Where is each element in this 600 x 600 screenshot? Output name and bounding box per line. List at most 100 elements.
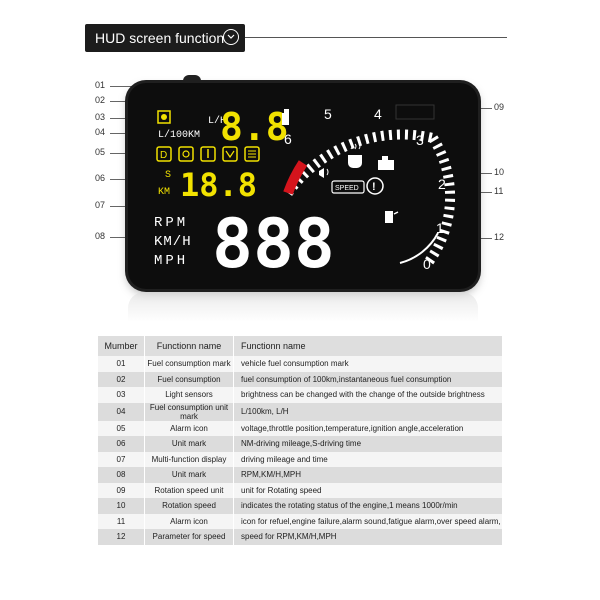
svg-text:!: !	[372, 181, 376, 193]
speed-unit-rpm: RPM	[154, 215, 188, 231]
throttle-alarm-icon	[178, 146, 194, 162]
row-number: 11	[98, 513, 145, 529]
row-description: icon for refuel,engine failure,alarm sou…	[241, 516, 501, 526]
row-description: brightness can be changed with the chang…	[241, 390, 485, 400]
row-number: 09	[98, 482, 145, 498]
ignition-alarm-icon	[222, 146, 238, 162]
tach-label-3: 3	[416, 132, 424, 148]
speed-unit-kmh: KM/H	[154, 234, 192, 250]
callout-12: 12	[494, 232, 505, 242]
acceleration-alarm-icon	[244, 146, 260, 162]
device-reflection	[128, 292, 478, 322]
row-function-name: Fuel consumption	[144, 371, 234, 387]
row-number: 02	[98, 371, 145, 387]
light-sensor-icon	[157, 110, 171, 124]
column-header-function-name: Functionn name	[144, 336, 234, 356]
row-function-name: Alarm icon	[144, 420, 234, 436]
temperature-alarm-icon	[200, 146, 216, 162]
section-header: HUD screen function	[85, 24, 245, 52]
column-header-number: Mumber	[98, 336, 145, 356]
column-header-description: Functionn name	[241, 341, 306, 351]
table-header-row: Mumber Functionn name Functionn name	[98, 336, 502, 356]
row-function-name: Rotation speed unit	[144, 482, 234, 498]
row-description: NM-driving mileage,S-driving time	[241, 439, 362, 449]
alarm-icons-row: D	[156, 146, 260, 162]
tach-label-6: 6	[284, 131, 292, 147]
callout-05: 05	[95, 147, 106, 157]
device-mount-knob	[183, 75, 201, 85]
callout-02: 02	[95, 95, 106, 105]
row-number: 06	[98, 436, 145, 452]
callout-04: 04	[95, 127, 106, 137]
speed-alarm-badge: SPEED	[331, 180, 365, 194]
row-description: driving mileage and time	[241, 454, 328, 464]
callout-08: 08	[95, 231, 106, 241]
svg-text:SPEED: SPEED	[335, 185, 359, 192]
row-description: voltage,throttle position,temperature,ig…	[241, 423, 464, 433]
row-number: 05	[98, 420, 145, 436]
tach-label-0: 0	[423, 256, 431, 272]
row-description: RPM,KM/H,MPH	[241, 470, 301, 480]
row-number: 01	[98, 356, 145, 372]
row-function-name: Unit mark	[144, 467, 234, 483]
tachometer-gauge	[283, 129, 456, 267]
row-description: vehicle fuel consumption mark	[241, 359, 349, 369]
speed-unit-mph: MPH	[154, 253, 188, 269]
sound-alarm-icon	[319, 168, 329, 178]
tach-label-2: 2	[438, 176, 446, 192]
header-divider	[245, 37, 507, 38]
row-number: 10	[98, 498, 145, 514]
row-function-name: Multi-function display	[144, 451, 234, 467]
row-number: 07	[98, 451, 145, 467]
row-description: fuel consumption of 100km,instantaneous …	[241, 374, 452, 384]
row-number: 03	[98, 387, 145, 403]
row-function-name: Rotation speed	[144, 498, 234, 514]
engine-icon	[378, 156, 394, 170]
unit-mark-s: S	[165, 170, 171, 181]
callout-09: 09	[494, 102, 505, 112]
row-function-name: Fuel consumption mark	[144, 356, 234, 372]
speed-value: 888	[212, 205, 335, 284]
rotation-speed-unit-box	[395, 104, 435, 120]
row-description: indicates the rotating status of the eng…	[241, 501, 458, 511]
row-description: unit for Rotating speed	[241, 485, 322, 495]
voltage-alarm-icon	[156, 146, 172, 162]
svg-text:D: D	[160, 150, 167, 161]
row-number: 04	[98, 402, 145, 421]
warning-icon: !	[366, 177, 384, 195]
callout-11: 11	[494, 186, 504, 196]
row-number: 12	[98, 529, 145, 545]
tach-label-5: 5	[324, 106, 332, 122]
callout-06: 06	[95, 173, 106, 183]
row-description: L/100km, L/H	[241, 407, 289, 416]
fuel-pump-icon	[282, 109, 289, 125]
row-function-name: Parameter for speed	[144, 529, 234, 545]
fuel-unit-lh: L/H	[208, 115, 226, 127]
section-title: HUD screen function	[95, 30, 225, 46]
fuel-consumption-value: 8.8	[220, 105, 289, 149]
callout-10: 10	[494, 167, 505, 177]
chevron-down-icon[interactable]	[223, 29, 239, 45]
mileage-value: 18.8	[180, 166, 257, 204]
row-description: speed for RPM,KM/H,MPH	[241, 532, 337, 542]
unit-mark-km: KM	[158, 187, 170, 198]
callout-03: 03	[95, 112, 106, 122]
callout-01: 01	[95, 80, 106, 90]
refuel-icon	[385, 211, 399, 223]
row-number: 08	[98, 467, 145, 483]
hud-screen: L/H L/100KM 8.8 D S KM 18.8 RPM KM/H MPH…	[154, 104, 456, 284]
tach-label-4: 4	[374, 106, 382, 122]
row-function-name: Unit mark	[144, 436, 234, 452]
row-function-name: Alarm icon	[144, 513, 234, 529]
